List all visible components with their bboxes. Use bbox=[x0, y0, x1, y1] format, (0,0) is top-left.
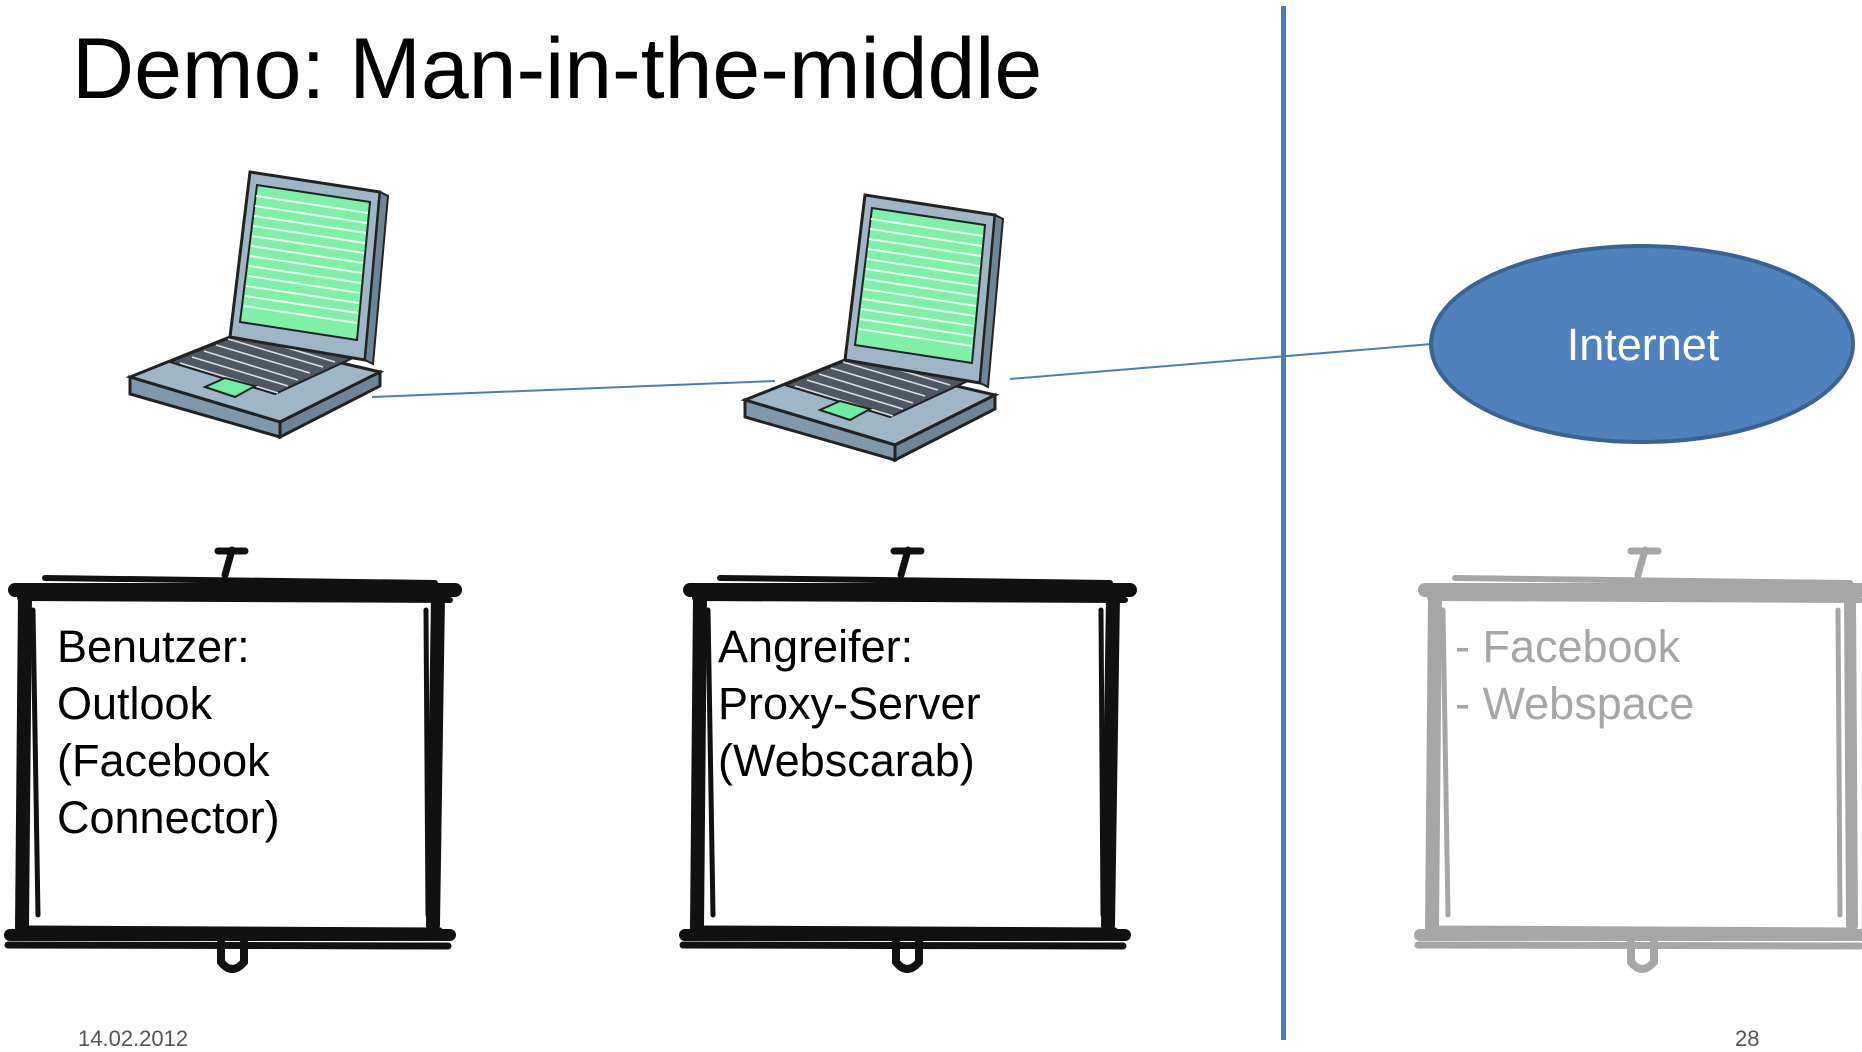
footer-date: 14.02.2012 bbox=[78, 1026, 189, 1051]
board-line: Angreifer: bbox=[718, 621, 914, 672]
user-laptop-icon bbox=[128, 170, 390, 439]
board-attacker-text: Angreifer: Proxy-Server (Webscarab) bbox=[718, 618, 981, 789]
board-line: (Facebook bbox=[57, 735, 270, 786]
board-internet-text: - Facebook - Webspace bbox=[1455, 618, 1694, 732]
link-user-attacker bbox=[371, 380, 776, 398]
board-line: Proxy-Server bbox=[718, 678, 981, 729]
board-line: Connector) bbox=[57, 792, 280, 843]
board-line: (Webscarab) bbox=[718, 735, 975, 786]
board-attacker bbox=[679, 546, 1137, 973]
internet-label: Internet bbox=[1566, 319, 1720, 370]
attacker-laptop-icon bbox=[743, 193, 1005, 462]
board-line: Benutzer: bbox=[57, 621, 250, 672]
board-user bbox=[4, 546, 462, 973]
board-line: - Facebook bbox=[1455, 621, 1681, 672]
vertical-divider bbox=[1281, 6, 1286, 1040]
board-line: - Webspace bbox=[1455, 678, 1695, 729]
page-number: 28 bbox=[1735, 1026, 1760, 1051]
board-line: Outlook bbox=[57, 678, 213, 729]
board-internet bbox=[1414, 546, 1862, 973]
board-user-text: Benutzer: Outlook (Facebook Connector) bbox=[57, 618, 280, 846]
slide-title: Demo: Man-in-the-middle bbox=[72, 21, 1043, 117]
link-attacker-internet bbox=[1009, 343, 1433, 380]
internet-node bbox=[1429, 244, 1855, 444]
